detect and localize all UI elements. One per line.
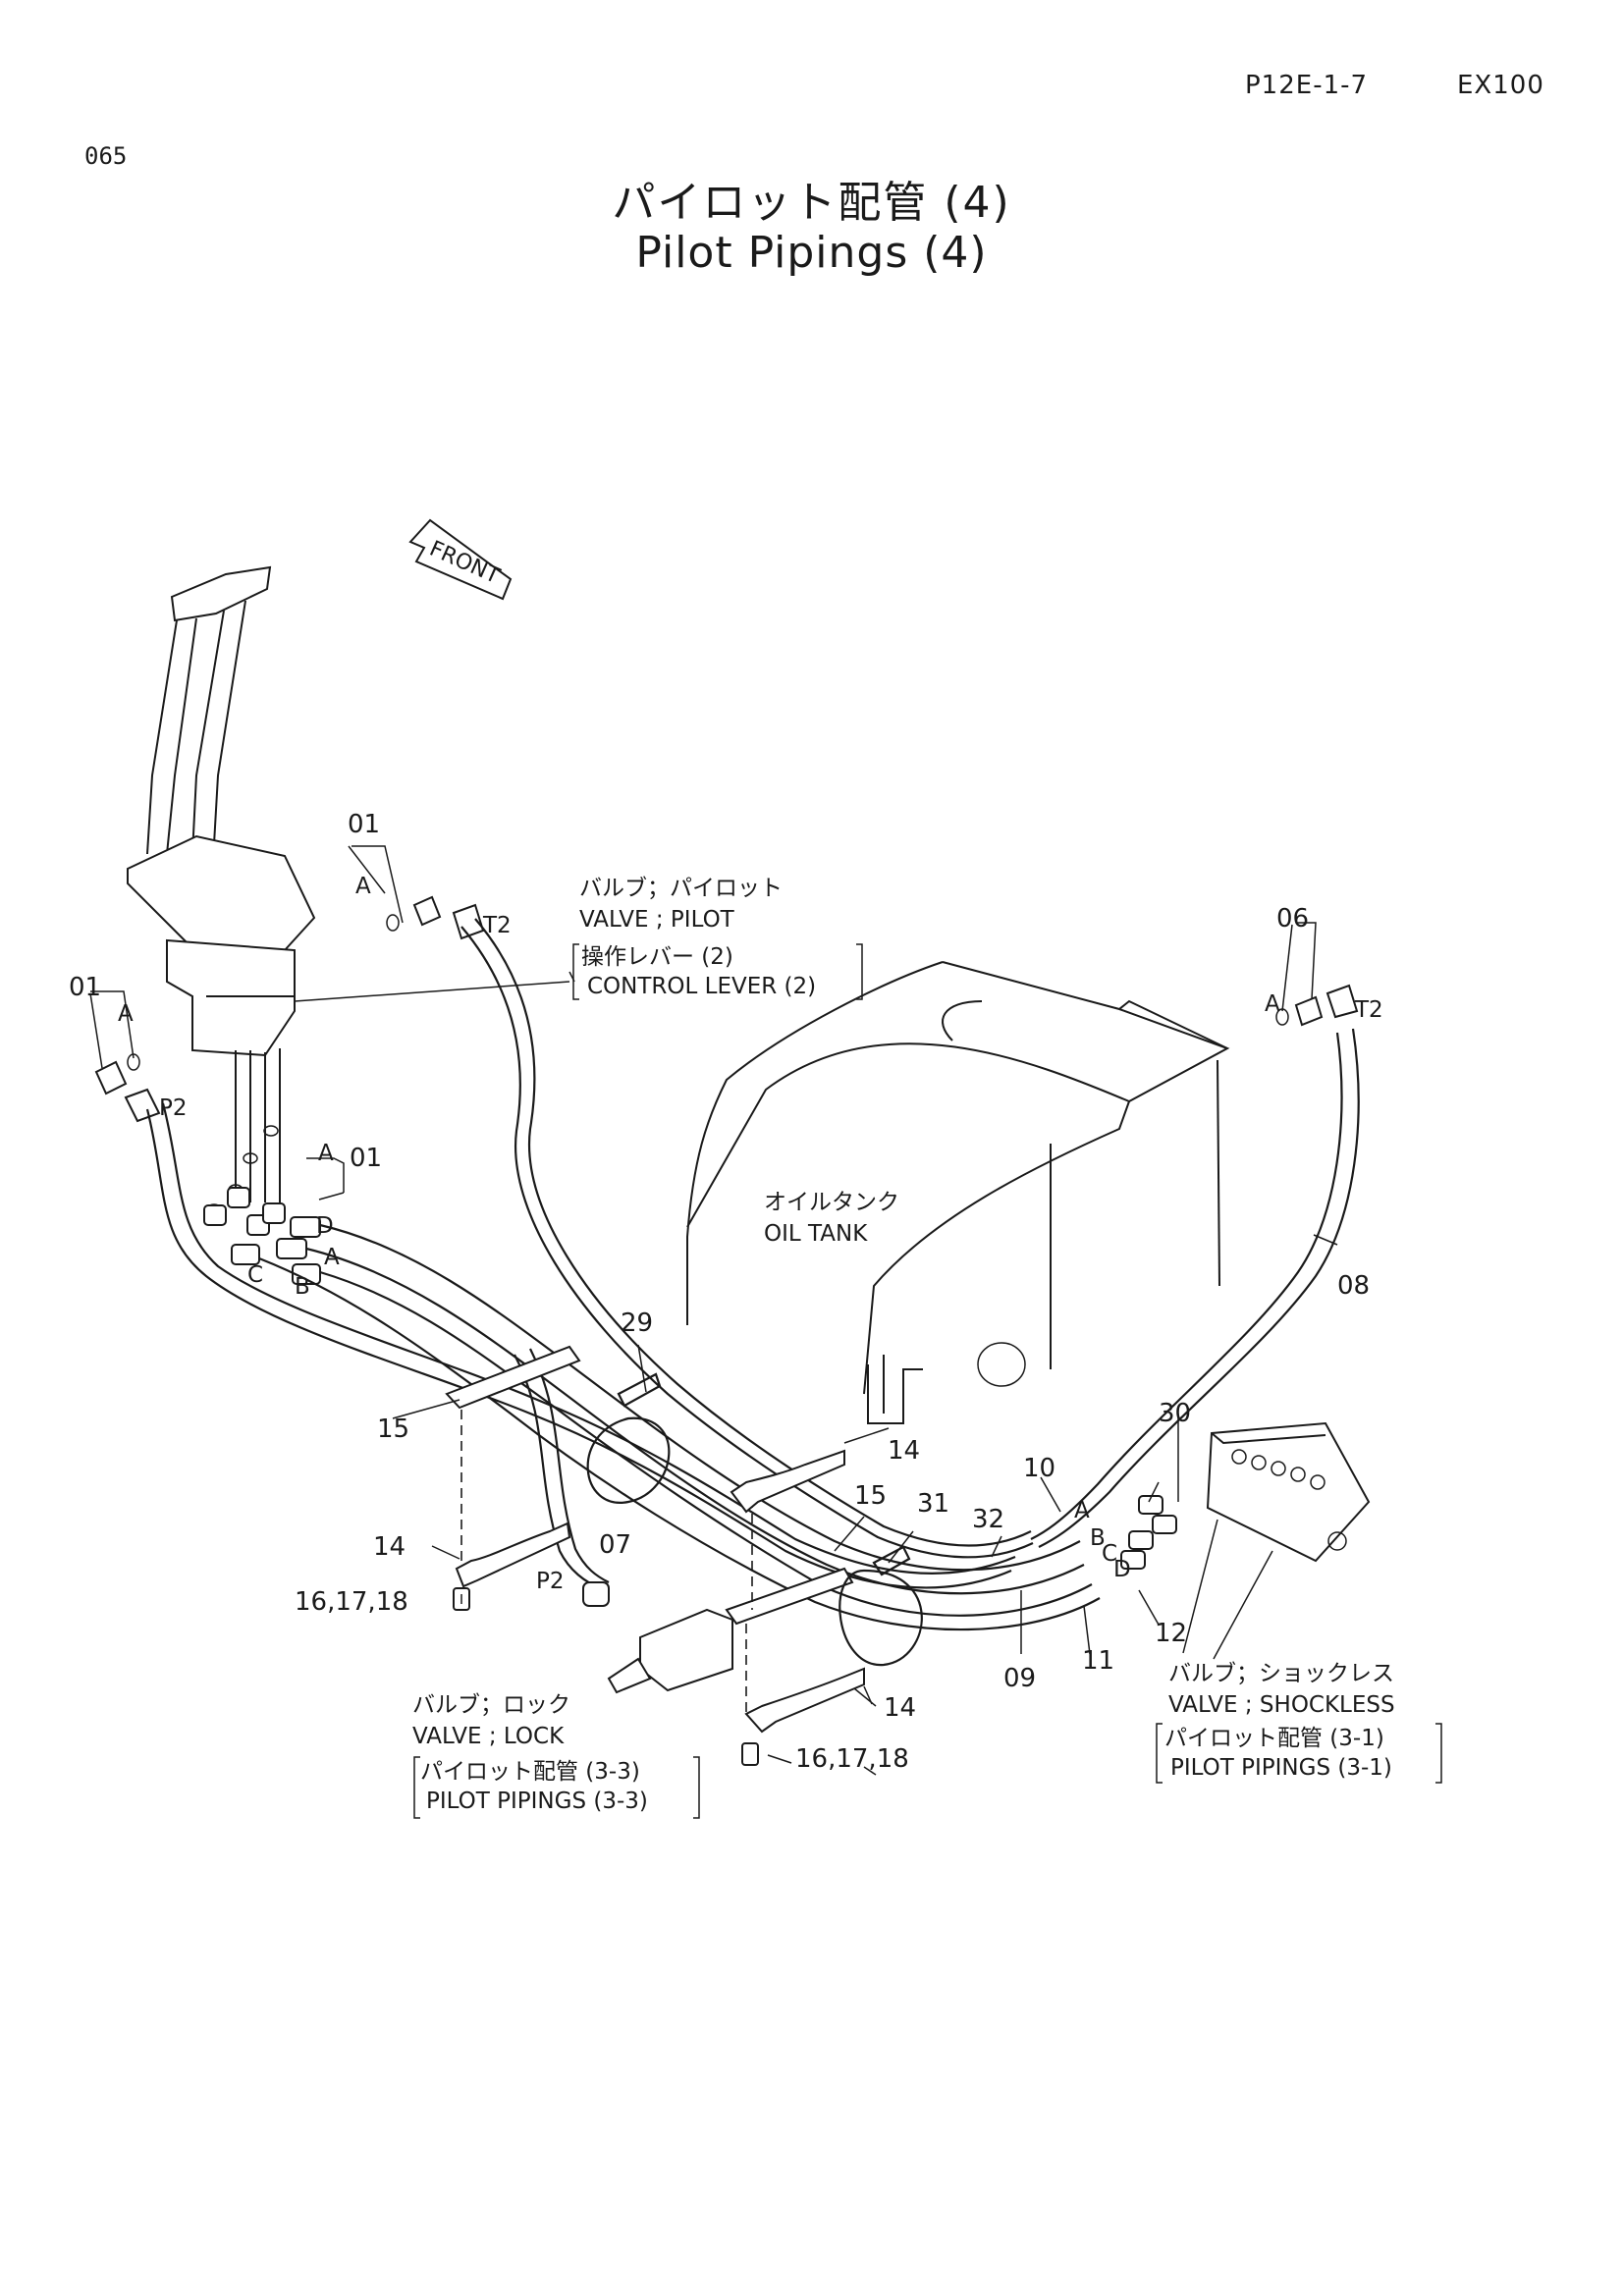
port-a: A [118,1001,134,1027]
hose-bands [586,1372,923,1667]
lock-valve [582,1581,733,1694]
callout-01: 01 [350,1144,382,1173]
shockless-valve [1120,1421,1371,1570]
callout-07: 07 [599,1530,631,1560]
port-t2: T2 [482,913,512,938]
port-a: A [1265,991,1280,1017]
bracket [856,943,863,1000]
port-a: A [355,874,371,899]
port-d: D [1113,1557,1131,1582]
callout-16-17-18: 16,17,18 [795,1744,909,1774]
port-a: A [1074,1498,1090,1523]
bracket [572,943,579,1000]
port-a: A [318,1141,334,1166]
callout-01: 01 [69,973,101,1002]
pilot-hoses [145,918,1360,1631]
valve-pilot-label-jp: バルブ；パイロット [579,876,783,901]
port-p2: P2 [536,1569,565,1594]
port-p2: P2 [159,1095,188,1121]
port-d: D [316,1213,334,1239]
callout-09: 09 [1003,1664,1036,1693]
bracket [1435,1723,1442,1784]
bracket [693,1756,700,1819]
control-lever-label-jp: 操作レバー (2) [581,944,733,970]
valve-shockless-label-en: VALVE ; SHOCKLESS [1168,1692,1395,1718]
callout-32: 32 [972,1505,1004,1534]
control-lever-label-en: CONTROL LEVER (2) [587,974,816,999]
valve-lock-label-en: VALVE ; LOCK [412,1724,565,1749]
callout-30: 30 [1159,1399,1191,1428]
port-a: A [324,1245,340,1270]
callout-14: 14 [888,1436,920,1466]
oil-tank-label-en: OIL TANK [764,1221,868,1247]
clip-brackets [455,1449,865,1734]
pilot-pipings-31-label-jp: パイロット配管 (3-1) [1164,1726,1384,1751]
callout-29: 29 [621,1308,653,1338]
bracket [1156,1723,1163,1784]
callout-06: 06 [1276,904,1309,934]
callout-31: 31 [917,1489,949,1519]
bracket [413,1756,420,1819]
callout-08: 08 [1337,1271,1370,1301]
callout-16-17-18: 16,17,18 [295,1587,408,1617]
model-name: EX100 [1457,71,1544,100]
port-b: B [1090,1525,1106,1551]
pilot-pipings-31-label-en: PILOT PIPINGS (3-1) [1170,1755,1392,1781]
port-b: B [295,1274,310,1300]
lever-fittings [203,1187,321,1285]
pilot-pipings-33-label-jp: パイロット配管 (3-3) [420,1759,640,1785]
page-code: P12E-1-7 [1245,71,1369,100]
port-c: C [247,1262,263,1288]
valve-shockless-label-jp: バルブ；ショックレス [1168,1661,1394,1686]
callout-12: 12 [1155,1619,1187,1648]
port-c: C [1102,1541,1117,1567]
callout-14: 14 [373,1532,406,1562]
callout-15: 15 [854,1481,887,1511]
port-t2: T2 [1354,997,1383,1023]
callout-10: 10 [1023,1454,1055,1483]
leader-lines [89,845,1338,1776]
control-lever-assembly [127,565,316,1215]
valve-pilot-label-en: VALVE ; PILOT [579,907,735,933]
callout-15: 15 [377,1415,409,1444]
page-title-japanese: パイロット配管 (4) [612,178,1011,228]
page-number: 065 [84,142,128,170]
page-title-english: Pilot Pipings (4) [635,228,988,278]
callout-01: 01 [348,810,380,839]
oil-tank-label-jp: オイルタンク [764,1190,899,1215]
valve-lock-label-jp: バルブ；ロック [412,1692,570,1718]
oil-tank [686,961,1230,1424]
callout-14: 14 [884,1693,916,1723]
front-arrow-icon: FRONT [408,518,513,601]
pilot-pipings-33-label-en: PILOT PIPINGS (3-3) [426,1789,648,1814]
callout-11: 11 [1082,1646,1114,1676]
